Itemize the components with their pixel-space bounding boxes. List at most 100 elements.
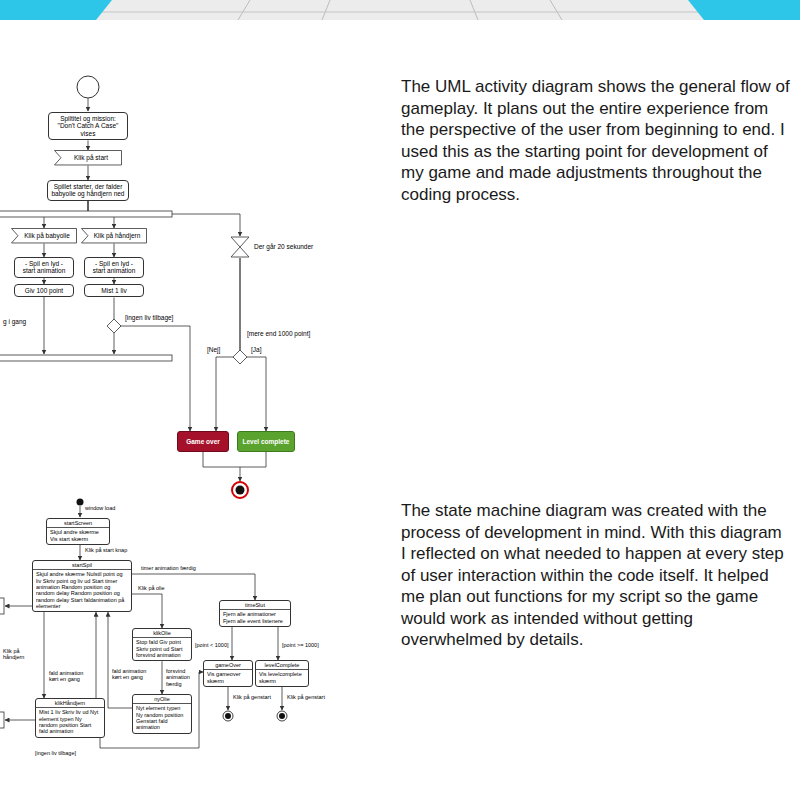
state-actions: Vis gameover skærm xyxy=(204,670,252,686)
action-text: Spiltitel og mission: "Don't Catch A Cas… xyxy=(52,115,124,137)
guard-label: timer animation færdig xyxy=(140,565,197,571)
flow-arrow xyxy=(162,661,163,694)
state-box: levelCompleteVis levelcomplete skærm xyxy=(255,660,309,687)
state-actions: Mist 1 liv Skriv liv ud Nyt element type… xyxy=(36,708,104,736)
state-actions: Nyt element typen Ny random position Gen… xyxy=(133,704,191,732)
flow-arrow xyxy=(114,297,190,431)
action-box: Giv 100 point xyxy=(14,284,74,297)
flow-arrow xyxy=(88,165,89,180)
grid-line xyxy=(322,0,330,20)
flow-arrow xyxy=(96,612,97,698)
time-event: Der går 20 sekunder xyxy=(230,236,250,258)
guard-label: [mere end 1000 point] xyxy=(246,330,311,337)
state-actions: Skjul andre skærme Vis start skærm xyxy=(47,528,109,544)
header-band xyxy=(0,0,800,20)
grid-line xyxy=(470,0,478,20)
initial-node xyxy=(77,76,99,98)
action-text: Giv 100 point xyxy=(18,287,70,294)
event-label: Klik på genstart xyxy=(232,694,272,700)
flow-arrow xyxy=(88,140,89,150)
accept-event: Klik på håndjern xyxy=(81,228,147,243)
guard-label: fald animation kørt en gang xyxy=(48,670,92,683)
state-actions: Stop fald Giv point Skriv point ud Start… xyxy=(133,638,191,660)
state-box: klikHåndjernMist 1 liv Skriv liv ud Nyt … xyxy=(35,698,105,738)
state-actions: Fjern alle animationer Fjern alle event … xyxy=(220,610,290,626)
header-accent xyxy=(688,0,800,20)
guard-label: forsvind animation færdig xyxy=(165,668,195,687)
action-box: Mist 1 liv xyxy=(84,284,144,297)
result-box: Level complete xyxy=(237,431,295,452)
guard-label: Klik på håndjern xyxy=(2,648,40,661)
guard-label: [Nej] xyxy=(206,346,221,353)
grid-line xyxy=(0,12,800,13)
fork-bar xyxy=(0,211,172,217)
state-actions: Skjul andre skærme Nulstil point og liv … xyxy=(33,570,131,611)
accept-event: Klik på babyolie xyxy=(11,228,77,243)
final-state xyxy=(223,711,233,721)
join-bar xyxy=(0,355,172,361)
final-state-core xyxy=(225,713,231,719)
flow-arrow xyxy=(240,258,266,431)
action-text: Spillet starter, der falder babyolie og … xyxy=(51,183,125,198)
transition-line xyxy=(80,506,81,517)
flow-arrow xyxy=(44,612,45,698)
accept-event-shape xyxy=(12,229,77,243)
flow-line xyxy=(114,333,115,354)
header-accent xyxy=(0,0,112,20)
flow-arrow xyxy=(44,243,45,257)
state-name: startScreen xyxy=(47,519,109,528)
initial-state xyxy=(77,499,84,506)
guard-label: [ingen liv tilbage] xyxy=(124,314,174,321)
event-text: Klik på start xyxy=(64,154,118,161)
state-name: timeSlut xyxy=(220,601,290,610)
final-node xyxy=(232,482,248,498)
grid-line xyxy=(550,0,562,20)
flow-arrow xyxy=(80,545,81,560)
result-text: Game over xyxy=(180,438,226,445)
action-text: - Spil en lyd - start animation xyxy=(88,260,140,275)
state-box: startSpilSkjul andre skærme Nulstil poin… xyxy=(32,560,132,612)
flow-arrow xyxy=(132,594,162,628)
guard-label: Klik på start knap xyxy=(84,547,128,553)
guard-label: g i gang xyxy=(2,318,27,325)
decision-diamond xyxy=(233,350,247,364)
event-text: Klik på babyolie xyxy=(21,232,73,239)
action-box: Spiltitel og mission: "Don't Catch A Cas… xyxy=(48,112,128,140)
state-name: gameOver xyxy=(204,661,252,670)
result-text: Level complete xyxy=(240,438,292,445)
state-box: startScreenSkjul andre skærme Vis start … xyxy=(46,518,110,545)
action-text: Mist 1 liv xyxy=(88,287,140,294)
accept-event-shape xyxy=(82,229,147,243)
body-paragraph: The UML activity diagram shows the gener… xyxy=(400,76,792,205)
guard-label: [point < 1000] xyxy=(194,642,230,648)
grid-line xyxy=(238,0,250,20)
event-label: Klik på genstart xyxy=(286,694,326,700)
state-name: klikOlie xyxy=(133,629,191,638)
final-state-core xyxy=(279,713,285,719)
flow-line xyxy=(240,467,241,481)
guard-label: fald animation kørt en gang xyxy=(111,668,151,681)
action-text: - Spil en lyd - start animation xyxy=(18,260,70,275)
state-box: nyOlieNyt element typen Ny random positi… xyxy=(132,694,192,734)
final-node-core xyxy=(236,486,245,495)
flow-arrow xyxy=(108,612,132,708)
state-name: nyOlie xyxy=(133,695,191,704)
guard-label: [Ja] xyxy=(250,346,262,353)
body-paragraph: The state machine diagram was created wi… xyxy=(400,500,792,651)
flow-line xyxy=(44,292,45,354)
event-label: window load xyxy=(84,505,116,511)
guard-label: [point >= 1000] xyxy=(281,642,320,648)
transition-line xyxy=(5,606,32,607)
flow-arrow xyxy=(132,574,255,600)
state-stub xyxy=(0,712,4,728)
state-name: startSpil xyxy=(33,561,131,570)
flow-line xyxy=(88,98,89,111)
state-stub xyxy=(0,598,4,614)
transition-line xyxy=(5,720,36,721)
action-box: - Spil en lyd - start animation xyxy=(14,257,74,278)
state-box: klikOlieStop fald Giv point Skriv point … xyxy=(132,628,192,661)
hourglass-symbol xyxy=(231,237,249,257)
action-box: - Spil en lyd - start animation xyxy=(84,257,144,278)
accept-event-shape xyxy=(55,151,122,165)
